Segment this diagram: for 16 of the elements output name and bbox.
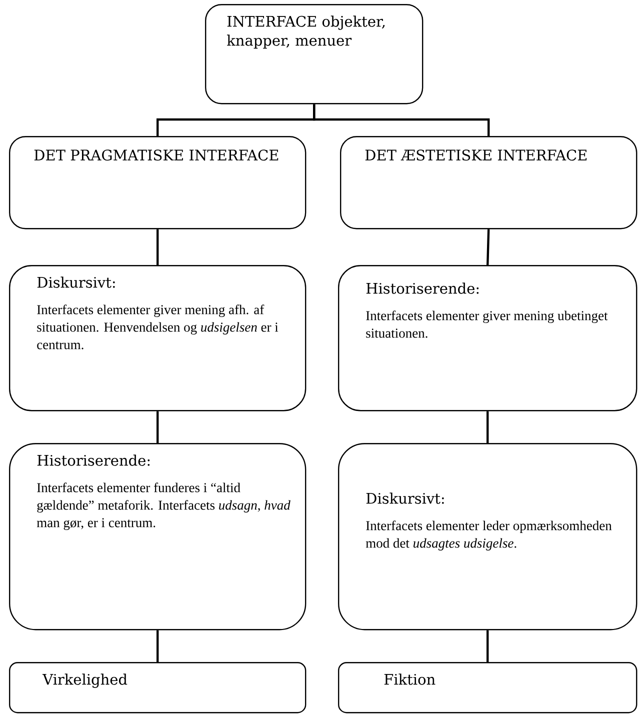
result-box: Fiktion — [338, 662, 638, 714]
connector-line — [156, 411, 159, 443]
connector-line — [156, 630, 159, 662]
description-box: Historiserende: Interfacets elementer giver mening ubetinget situationen. — [338, 265, 638, 412]
category-box: DET PRAGMATISKE INTERFACE — [9, 136, 306, 230]
result-box: Virkelighed — [9, 662, 306, 714]
connector-line — [313, 104, 490, 136]
category-box: DET ÆSTETISKE INTERFACE — [340, 136, 638, 230]
root-box: INTERFACE objekter, knapper, menuer — [205, 4, 424, 104]
connector-line — [486, 411, 489, 443]
connector-line — [156, 229, 159, 265]
description-box: Historiserende: Interfacets elementer funderes i “altid gældende” metaforik. Interfacets udsagn, hvad man gør, er i centrum. — [9, 443, 306, 630]
connector-line — [486, 630, 489, 662]
connector-line — [486, 229, 490, 266]
description-box: Diskursivt: Interfacets elementer giver mening afh. af situationen. Henvendelsen og udsigelsen er i centrum. — [9, 265, 306, 412]
description-box: Diskursivt: Interfacets elementer leder opmærksomheden mod det udsagtes udsigelse. — [338, 443, 638, 630]
